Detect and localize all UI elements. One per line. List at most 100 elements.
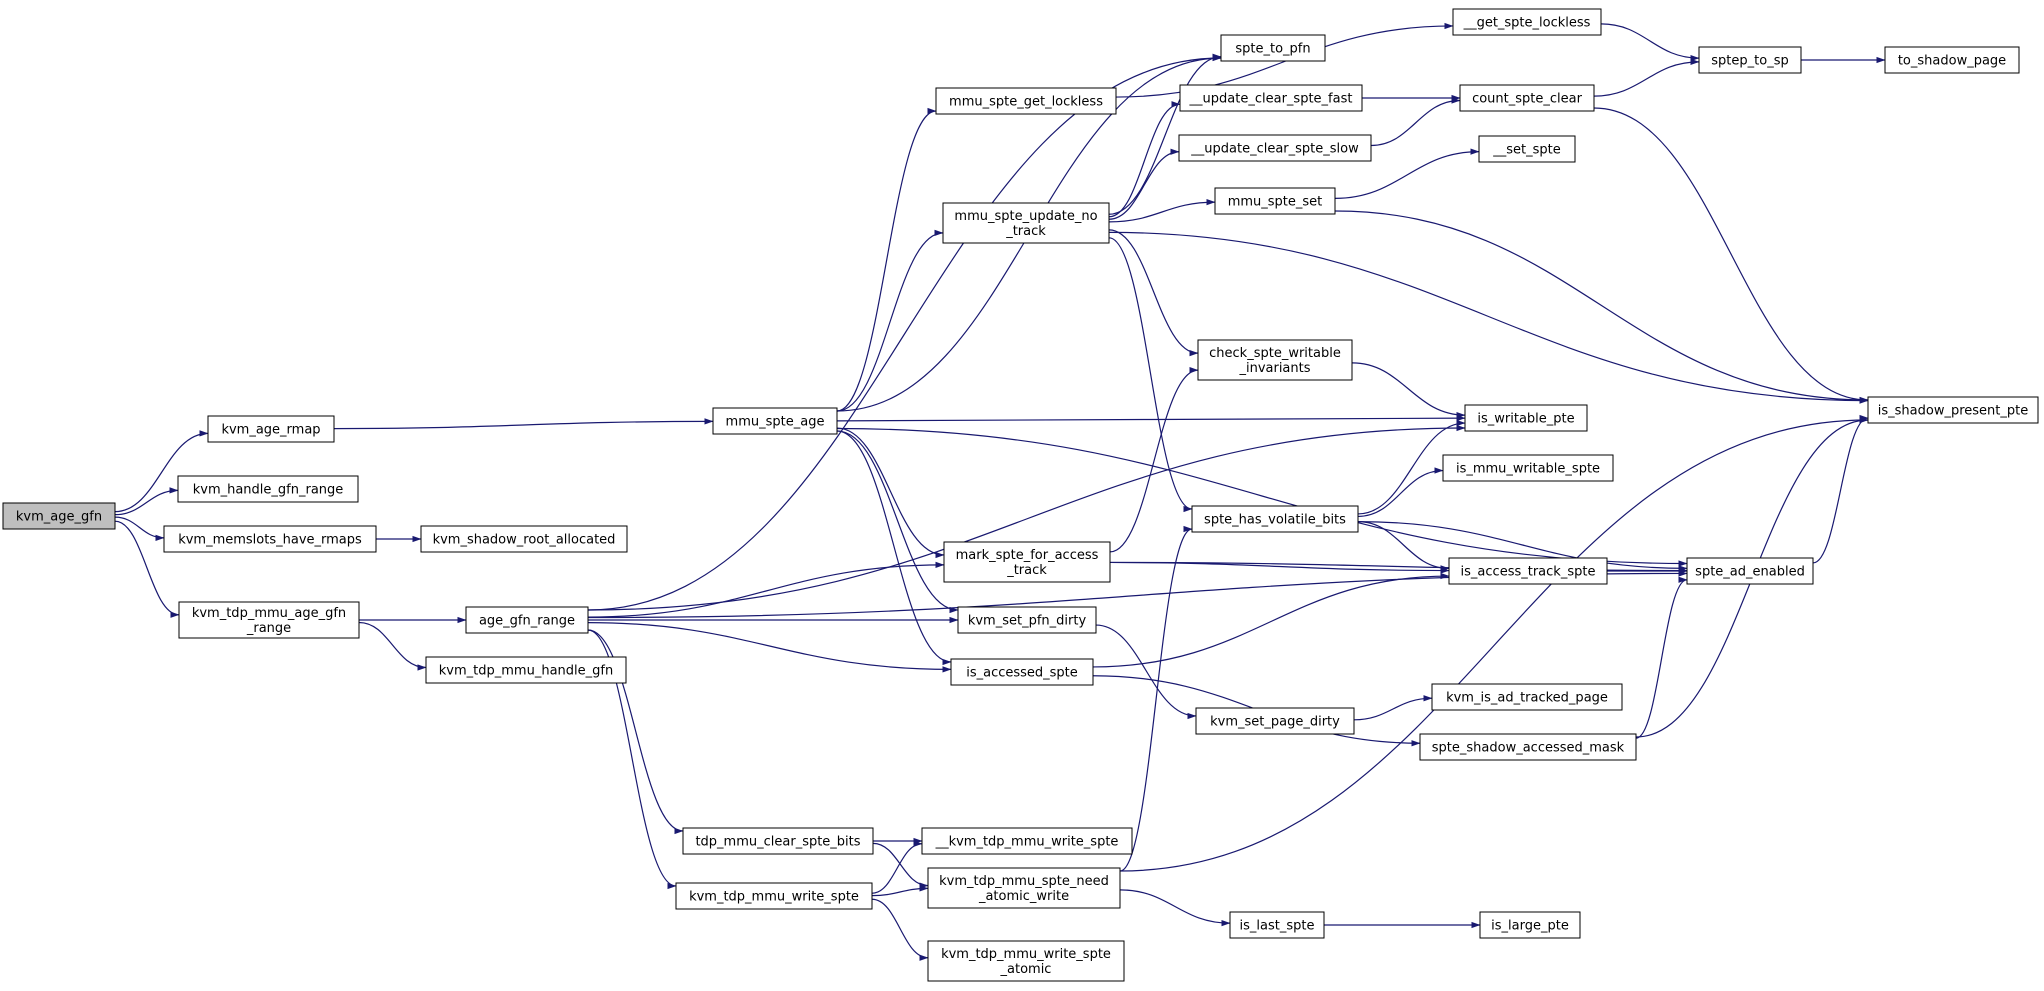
node-box[interactable]: [178, 601, 360, 639]
node-kvm_is_ad_tracked_page[interactable]: kvm_is_ad_tracked_page: [1431, 683, 1623, 711]
node-box[interactable]: [1195, 707, 1355, 735]
node-kvm_shadow_root_allocated[interactable]: kvm_shadow_root_allocated: [420, 525, 628, 553]
node-box[interactable]: [1452, 8, 1602, 36]
node-check_spte_writable_invariants[interactable]: check_spte_writable_invariants: [1197, 339, 1353, 381]
edge-kvm_age_gfn-to-kvm_handle_gfn_range: [114, 487, 179, 516]
node-box[interactable]: [1220, 34, 1326, 62]
node-__set_spte[interactable]: __set_spte: [1478, 135, 1576, 163]
node-spte_has_volatile_bits[interactable]: spte_has_volatile_bits: [1191, 505, 1359, 533]
node-__get_spte_lockless[interactable]: __get_spte_lockless: [1452, 8, 1602, 36]
node-box[interactable]: [935, 87, 1117, 115]
node-box[interactable]: [943, 541, 1111, 583]
node-is_access_track_spte[interactable]: is_access_track_spte: [1448, 557, 1608, 585]
node-label: kvm_tdp_mmu_spte_need: [939, 874, 1109, 889]
node-box[interactable]: [163, 525, 377, 553]
edge-mmu_spte_update_no_track-to-is_shadow_present_pte: [1108, 231, 1869, 404]
edge-mmu_spte_set-to-__set_spte: [1334, 148, 1480, 199]
node-label: mmu_spte_set: [1228, 195, 1323, 210]
node-box[interactable]: [675, 882, 873, 910]
edge-kvm_tdp_mmu_write_spte-to-__kvm_tdp_mmu_write_spte: [871, 840, 923, 894]
node-__update_clear_spte_slow[interactable]: __update_clear_spte_slow: [1178, 134, 1372, 162]
node-spte_shadow_accessed_mask[interactable]: spte_shadow_accessed_mask: [1419, 733, 1637, 761]
node-age_gfn_range[interactable]: age_gfn_range: [465, 606, 589, 634]
node-box[interactable]: [1478, 135, 1576, 163]
node-box[interactable]: [927, 867, 1121, 909]
node-box[interactable]: [177, 475, 359, 503]
node-box[interactable]: [1464, 404, 1588, 432]
node-box[interactable]: [1191, 505, 1359, 533]
node-box[interactable]: [927, 940, 1125, 982]
node-__kvm_tdp_mmu_write_spte[interactable]: __kvm_tdp_mmu_write_spte: [921, 827, 1133, 855]
edge-age_gfn_range-to-is_accessed_spte: [587, 622, 952, 673]
node-box[interactable]: [2, 502, 116, 530]
node-box[interactable]: [1459, 84, 1595, 112]
node-is_mmu_writable_spte[interactable]: is_mmu_writable_spte: [1442, 454, 1614, 482]
node-box[interactable]: [1698, 46, 1802, 74]
edge-age_gfn_range-to-tdp_mmu_clear_spte_bits: [587, 629, 684, 835]
node-mmu_spte_age[interactable]: mmu_spte_age: [712, 407, 838, 435]
node-box[interactable]: [950, 658, 1094, 686]
node-spte_ad_enabled[interactable]: spte_ad_enabled: [1686, 557, 1814, 585]
node-box[interactable]: [425, 656, 627, 684]
node-box[interactable]: [207, 415, 335, 443]
node-kvm_handle_gfn_range[interactable]: kvm_handle_gfn_range: [177, 475, 359, 503]
edge-mmu_spte_update_no_track-to-__update_clear_spte_slow: [1108, 148, 1180, 220]
node-kvm_tdp_mmu_write_spte_atomic[interactable]: kvm_tdp_mmu_write_spte_atomic: [927, 940, 1125, 982]
node-__update_clear_spte_fast[interactable]: __update_clear_spte_fast: [1179, 84, 1363, 112]
edge-kvm_set_page_dirty-to-kvm_is_ad_tracked_page: [1353, 695, 1433, 721]
node-is_shadow_present_pte[interactable]: is_shadow_present_pte: [1867, 396, 2039, 424]
node-to_shadow_page[interactable]: to_shadow_page: [1884, 46, 2020, 74]
node-box[interactable]: [1179, 84, 1363, 112]
node-box[interactable]: [1442, 454, 1614, 482]
node-mmu_spte_set[interactable]: mmu_spte_set: [1214, 187, 1336, 215]
node-is_accessed_spte[interactable]: is_accessed_spte: [950, 658, 1094, 686]
node-box[interactable]: [1867, 396, 2039, 424]
node-box[interactable]: [1419, 733, 1637, 761]
node-kvm_tdp_mmu_age_gfn_range[interactable]: kvm_tdp_mmu_age_gfn_range: [178, 601, 360, 639]
edge-mmu_spte_update_no_track-to-check_spte_writable_invariants: [1108, 229, 1199, 357]
node-box[interactable]: [921, 827, 1133, 855]
node-box[interactable]: [1479, 911, 1581, 939]
node-mark_spte_for_access_track[interactable]: mark_spte_for_access_track: [943, 541, 1111, 583]
node-label: to_shadow_page: [1898, 54, 2006, 69]
node-kvm_tdp_mmu_write_spte[interactable]: kvm_tdp_mmu_write_spte: [675, 882, 873, 910]
node-label: is_shadow_present_pte: [1878, 404, 2028, 419]
node-box[interactable]: [1686, 557, 1814, 585]
node-box[interactable]: [1884, 46, 2020, 74]
node-box[interactable]: [465, 606, 589, 634]
node-kvm_set_page_dirty[interactable]: kvm_set_page_dirty: [1195, 707, 1355, 735]
node-kvm_age_rmap[interactable]: kvm_age_rmap: [207, 415, 335, 443]
node-box[interactable]: [420, 525, 628, 553]
node-box[interactable]: [1229, 911, 1325, 939]
node-kvm_tdp_mmu_handle_gfn[interactable]: kvm_tdp_mmu_handle_gfn: [425, 656, 627, 684]
node-box[interactable]: [957, 606, 1097, 634]
node-kvm_memslots_have_rmaps[interactable]: kvm_memslots_have_rmaps: [163, 525, 377, 553]
node-is_last_spte[interactable]: is_last_spte: [1229, 911, 1325, 939]
node-label: mmu_spte_get_lockless: [949, 95, 1103, 110]
node-box[interactable]: [1448, 557, 1608, 585]
edge-kvm_tdp_mmu_write_spte-to-kvm_tdp_mmu_write_spte_atomic: [871, 898, 929, 961]
node-label: is_large_pte: [1491, 919, 1569, 934]
node-box[interactable]: [1197, 339, 1353, 381]
node-sptep_to_sp[interactable]: sptep_to_sp: [1698, 46, 1802, 74]
node-box[interactable]: [1214, 187, 1336, 215]
node-box[interactable]: [1178, 134, 1372, 162]
edge-__get_spte_lockless-to-sptep_to_sp: [1600, 23, 1700, 62]
edge-count_spte_clear-to-is_shadow_present_pte: [1593, 107, 1869, 404]
node-kvm_tdp_mmu_spte_need_atomic_write[interactable]: kvm_tdp_mmu_spte_need_atomic_write: [927, 867, 1121, 909]
node-label: _atomic: [1000, 962, 1052, 977]
node-count_spte_clear[interactable]: count_spte_clear: [1459, 84, 1595, 112]
node-mmu_spte_get_lockless[interactable]: mmu_spte_get_lockless: [935, 87, 1117, 115]
node-box[interactable]: [942, 202, 1110, 244]
edge-check_spte_writable_invariants-to-is_writable_pte: [1351, 362, 1466, 419]
node-box[interactable]: [1431, 683, 1623, 711]
node-is_large_pte[interactable]: is_large_pte: [1479, 911, 1581, 939]
node-kvm_age_gfn[interactable]: kvm_age_gfn: [2, 502, 116, 530]
node-box[interactable]: [712, 407, 838, 435]
node-tdp_mmu_clear_spte_bits[interactable]: tdp_mmu_clear_spte_bits: [682, 827, 874, 855]
node-box[interactable]: [682, 827, 874, 855]
node-is_writable_pte[interactable]: is_writable_pte: [1464, 404, 1588, 432]
node-spte_to_pfn[interactable]: spte_to_pfn: [1220, 34, 1326, 62]
node-kvm_set_pfn_dirty[interactable]: kvm_set_pfn_dirty: [957, 606, 1097, 634]
node-mmu_spte_update_no_track[interactable]: mmu_spte_update_no_track: [942, 202, 1110, 244]
